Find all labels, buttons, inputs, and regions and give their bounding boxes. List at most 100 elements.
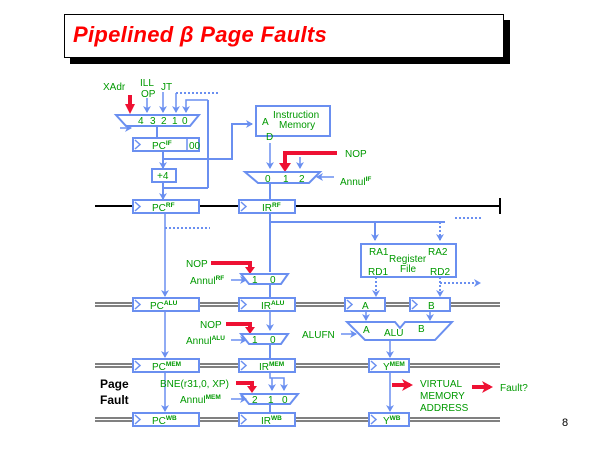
vma-line-1: VIRTUAL <box>420 379 462 390</box>
page-fault-label-2: Fault <box>100 393 129 407</box>
pc-wb-register <box>132 412 200 427</box>
y-wb-register <box>368 412 410 427</box>
alu-mux-sel-1: 1 <box>252 335 258 346</box>
y-mem-label: YMEM <box>383 361 405 373</box>
mem-mux-sel-1: 1 <box>268 395 274 406</box>
register-file <box>360 243 457 278</box>
rf-title-1: Register <box>389 254 427 265</box>
pc-if-suffix: 00 <box>189 141 201 152</box>
pc-if-register <box>132 137 200 152</box>
rf-mux-sel-0: 0 <box>270 275 276 286</box>
clock-icon <box>240 360 248 371</box>
if-nop-red-arrow <box>283 151 337 166</box>
y-wb-label: YWB <box>383 415 401 427</box>
clock-icon <box>370 414 378 425</box>
if-mux-sel-0: 0 <box>265 174 271 185</box>
rf-nop-red-arrow <box>211 261 252 269</box>
pc-rf-label: PCRF <box>152 202 175 214</box>
annul-mem-label: AnnulMEM <box>180 394 221 406</box>
if-nop-label: NOP <box>345 149 367 160</box>
alu-mux-sel-0: 0 <box>270 335 276 346</box>
if-mux-sel-2: 2 <box>299 174 305 185</box>
imem-port-a: A <box>262 117 269 128</box>
pc-mem-label: PCMEM <box>152 361 181 373</box>
y-mem-register <box>368 358 410 373</box>
fault-label: Fault? <box>500 383 528 394</box>
plus4-label: +4 <box>157 171 169 182</box>
xadr-arrowhead <box>125 104 135 114</box>
pc-if-label: PCIF <box>152 140 172 152</box>
annul-rf-label: AnnulRF <box>190 275 224 287</box>
illop-label-2: OP <box>141 89 156 100</box>
clock-icon <box>370 360 378 371</box>
xadr-label: XAdr <box>103 82 126 93</box>
clock-icon <box>134 139 142 150</box>
clock-icon <box>240 299 248 310</box>
ir-rf-register <box>238 199 296 214</box>
slide-title: Pipelined β Page Faults <box>73 22 328 47</box>
mem-mux-sel-0: 0 <box>282 395 288 406</box>
imem-title-2: Memory <box>279 120 315 131</box>
rf-rd1: RD1 <box>368 267 388 278</box>
pc-mux-sel-4: 4 <box>138 116 144 127</box>
pc-wb-label: PCWB <box>152 415 177 427</box>
alu-in-b: B <box>418 324 425 335</box>
rf-ra2: RA2 <box>428 247 448 258</box>
pc-mux-sel-3: 3 <box>150 116 156 127</box>
a-label: A <box>362 301 369 312</box>
page-number: 8 <box>562 417 568 429</box>
alu-nop-label: NOP <box>200 320 222 331</box>
instruction-memory <box>255 105 331 137</box>
pc-rf-register <box>132 199 200 214</box>
clock-icon <box>134 299 142 310</box>
clock-icon <box>240 201 248 212</box>
b-label: B <box>428 301 435 312</box>
pc-alu-label: PCALU <box>150 300 178 312</box>
pc-mux-sel-0: 0 <box>182 116 188 127</box>
annul-alu-label: AnnulALU <box>186 335 225 347</box>
if-mux <box>242 171 323 184</box>
pc-mux-sel-1: 1 <box>172 116 178 127</box>
clock-icon <box>134 201 142 212</box>
rf-mux <box>238 273 290 285</box>
alu-mux <box>238 333 290 345</box>
jt-label: JT <box>161 82 172 93</box>
ir-alu-register <box>238 297 296 312</box>
ir-mem-register <box>238 358 296 373</box>
alu <box>344 321 455 341</box>
rf-ra1: RA1 <box>369 247 389 258</box>
a-register <box>344 297 386 312</box>
mux-in0-wire <box>182 99 208 113</box>
clock-icon <box>346 299 354 310</box>
ir-alu-label: IRALU <box>261 300 285 312</box>
alu-label: ALU <box>384 328 403 339</box>
vma-line-3: ADDRESS <box>420 403 469 414</box>
annul-if-label: AnnulIF <box>340 176 371 188</box>
clock-icon <box>411 299 419 310</box>
page-fault-label-1: Page <box>100 377 129 391</box>
alufn-label: ALUFN <box>302 330 335 341</box>
alu-in-a: A <box>363 325 370 336</box>
if-mux-sel-1: 1 <box>283 174 289 185</box>
imem-title-1: Instruction <box>273 110 319 121</box>
bne-label: BNE(r31,0, XP) <box>160 379 229 390</box>
pc-to-imem-wire <box>163 120 253 160</box>
vma-line-2: MEMORY <box>420 391 465 402</box>
mem-mux-sel-2: 2 <box>252 395 258 406</box>
ir-mem-label: IRMEM <box>259 361 284 373</box>
ir-wb-register <box>238 412 296 427</box>
ir-wb-label: IRWB <box>261 415 282 427</box>
pc-mux-sel-2: 2 <box>161 116 167 127</box>
imem-port-d: D <box>266 132 273 143</box>
rf-title-2: File <box>400 264 417 275</box>
ir-rf-label: IRRF <box>262 202 281 214</box>
clock-icon <box>240 414 248 425</box>
clock-icon <box>134 414 142 425</box>
rf-mux-sel-1: 1 <box>252 275 258 286</box>
rf-rd2: RD2 <box>430 267 450 278</box>
pc-mem-register <box>132 358 200 373</box>
pc-alu-register <box>132 297 200 312</box>
illop-label-1: ILL <box>140 78 154 89</box>
pc-mux <box>113 114 202 127</box>
